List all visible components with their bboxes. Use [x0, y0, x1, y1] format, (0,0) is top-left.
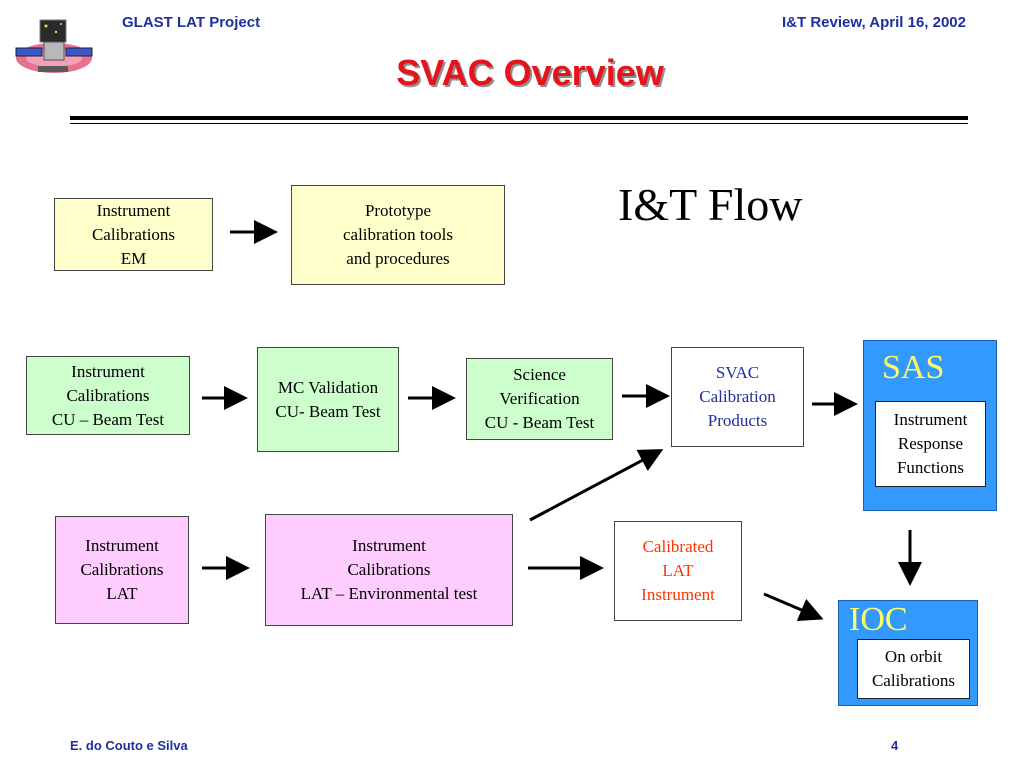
box-label: SVAC Calibration Products	[699, 363, 776, 430]
box-label: Prototype calibration tools and procedur…	[342, 201, 453, 268]
footer-author: E. do Couto e Silva	[70, 738, 188, 753]
box-calibrated-lat-instrument: Calibrated LAT Instrument	[614, 521, 742, 621]
box-instrument-calibrations-em: Instrument Calibrations EM	[54, 198, 213, 271]
box-svac-calibration-products: SVAC Calibration Products	[671, 347, 804, 447]
box-instrument-response-functions: Instrument Response Functions	[875, 401, 986, 487]
title-rule-thin	[70, 123, 968, 124]
box-prototype-tools: Prototype calibration tools and procedur…	[291, 185, 505, 285]
box-label: Instrument Calibrations LAT	[80, 536, 164, 603]
ioc-title: IOC	[849, 601, 908, 638]
panel-sas: SAS Instrument Response Functions	[863, 340, 997, 511]
box-label: Science Verification CU - Beam Test	[484, 365, 595, 432]
box-label: Instrument Response Functions	[893, 410, 968, 477]
flow-title: I&T Flow	[618, 179, 803, 230]
box-instrument-calibrations-cu: Instrument Calibrations CU – Beam Test	[26, 356, 190, 435]
sas-title: SAS	[882, 349, 945, 386]
panel-ioc: IOC On orbit Calibrations	[838, 600, 978, 706]
box-label: On orbit Calibrations	[871, 647, 956, 690]
arrow-diagonal-icon	[529, 449, 664, 522]
box-label: Calibrated LAT Instrument	[641, 537, 715, 604]
box-on-orbit-calibrations: On orbit Calibrations	[857, 639, 970, 699]
box-mc-validation: MC Validation CU- Beam Test	[257, 347, 399, 452]
box-label: Instrument Calibrations LAT – Environmen…	[300, 536, 478, 603]
title-rule-thick	[70, 116, 968, 120]
box-label: Instrument Calibrations CU – Beam Test	[51, 361, 165, 429]
box-label: Instrument Calibrations EM	[91, 200, 176, 268]
glast-satellite-logo-icon	[15, 19, 93, 73]
review-date: I&T Review, April 16, 2002	[782, 14, 966, 31]
box-instrument-calibrations-lat: Instrument Calibrations LAT	[55, 516, 189, 624]
arrow-diagonal-icon	[763, 592, 824, 621]
project-name: GLAST LAT Project	[122, 14, 261, 31]
box-science-verification: Science Verification CU - Beam Test	[466, 358, 613, 440]
box-label: MC Validation CU- Beam Test	[275, 377, 381, 421]
slide-title: SVAC Overview	[396, 52, 664, 93]
footer-page-number: 4	[891, 738, 899, 753]
box-lat-environmental-test: Instrument Calibrations LAT – Environmen…	[265, 514, 513, 626]
